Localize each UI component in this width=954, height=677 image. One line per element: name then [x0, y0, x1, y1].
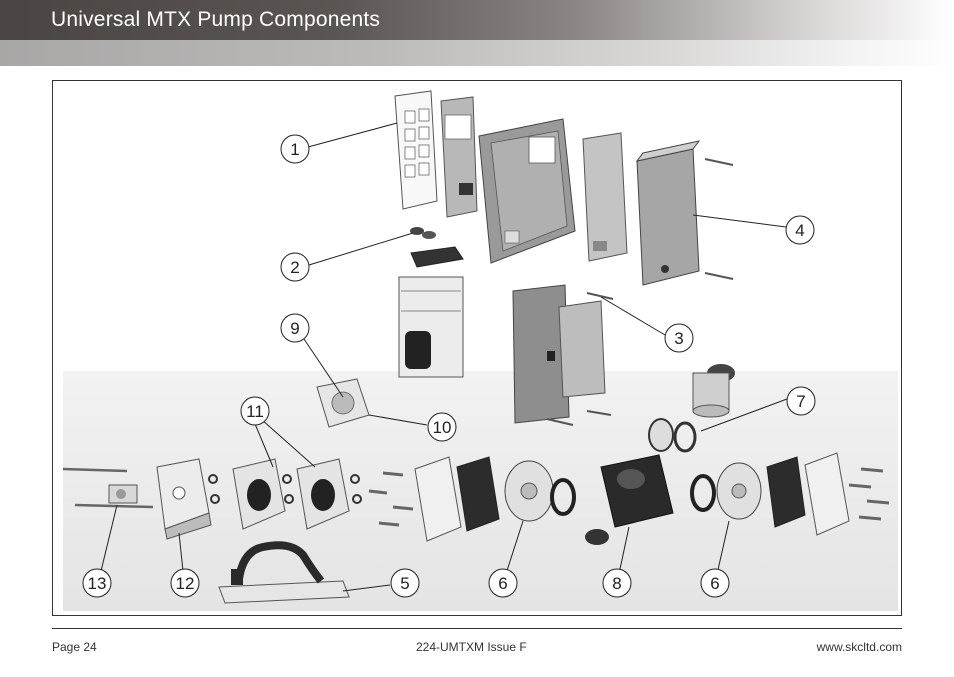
callout-6-left: 6: [488, 568, 518, 598]
callout-12: 12: [170, 568, 200, 598]
header-bar: Universal MTX Pump Components: [0, 0, 954, 40]
callout-3: 3: [664, 323, 694, 353]
motor-block: [398, 246, 464, 378]
page-title: Universal MTX Pump Components: [51, 8, 381, 31]
callout-label: 9: [290, 319, 299, 338]
pump-head-left: [504, 460, 554, 522]
label-plate: [440, 96, 478, 218]
callout-label: 3: [674, 329, 683, 348]
central-housing: [585, 454, 674, 545]
screws-bracket: [546, 292, 614, 426]
callout-6-right: 6: [700, 568, 730, 598]
callout-label: 10: [433, 418, 452, 437]
plate-right: [804, 452, 850, 536]
exploded-diagram: 1 2 3 4 5 6 6 7: [52, 80, 902, 616]
diaphragm-7: [648, 418, 697, 453]
page-number: Page 24: [52, 640, 97, 654]
circuit-board: [582, 132, 628, 262]
screws-right: [848, 467, 890, 521]
callout-label: 2: [290, 258, 299, 277]
callout-label: 6: [498, 574, 507, 593]
short-screws: [368, 471, 414, 527]
callout-9: 9: [280, 313, 310, 343]
callout-label: 8: [612, 574, 621, 593]
fitting-13: [108, 484, 138, 504]
callout-label: 1: [290, 140, 299, 159]
callout-10: 10: [427, 412, 457, 442]
callout-label: 5: [400, 574, 409, 593]
callout-13: 13: [82, 568, 112, 598]
front-housing: [478, 118, 576, 264]
gasket-left: [456, 456, 500, 532]
o-rings-small: [208, 474, 362, 504]
button-caps: [410, 227, 436, 239]
filter-cylinder: [692, 364, 735, 418]
callout-label: 7: [796, 392, 805, 411]
callout-8: 8: [602, 568, 632, 598]
tube-assembly: [218, 541, 350, 604]
pump-head-right: [716, 462, 762, 520]
diagram-svg: 1 2 3 4 5 6 6 7: [62, 90, 898, 611]
document-id: 224-UMTXM Issue F: [416, 640, 527, 654]
callout-7: 7: [786, 386, 816, 416]
website-url: www.skcltd.com: [816, 640, 902, 654]
footer-rule: [52, 628, 902, 629]
callout-2: 2: [280, 252, 310, 282]
callout-label: 11: [246, 402, 264, 421]
filter-housing: [316, 378, 370, 428]
end-block-12: [156, 458, 212, 540]
leader-lines: [100, 122, 788, 592]
callout-1: 1: [280, 134, 310, 164]
callout-label: 6: [710, 574, 719, 593]
header-subbar: [0, 40, 954, 66]
keypad-part: [394, 90, 438, 210]
callout-4: 4: [785, 215, 815, 245]
plate-left: [414, 456, 462, 542]
rear-cover: [635, 140, 701, 286]
callout-label: 13: [88, 574, 107, 593]
long-screws: [62, 467, 154, 509]
callout-11: 11: [240, 396, 270, 426]
screws-top-right: [704, 158, 734, 280]
manifold-blocks: [232, 458, 350, 530]
callout-label: 12: [176, 574, 195, 593]
callout-5: 5: [390, 568, 420, 598]
bracket-housing: [512, 284, 606, 424]
callout-label: 4: [795, 221, 804, 240]
gasket-right: [766, 456, 806, 528]
o-rings-large: [550, 474, 716, 516]
